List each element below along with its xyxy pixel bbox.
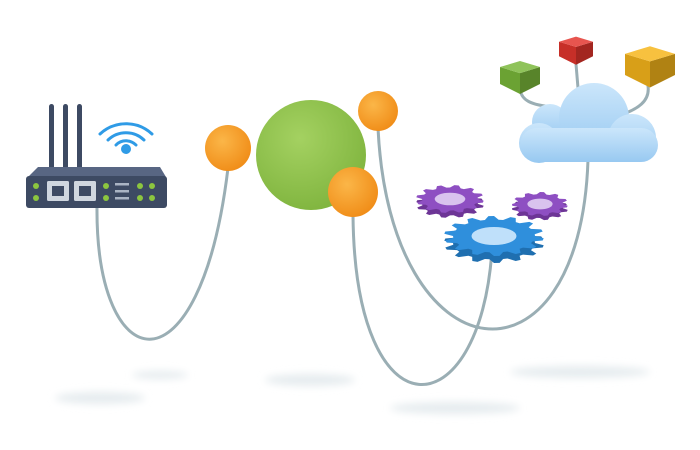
shadow — [510, 366, 650, 378]
router-antenna — [63, 104, 68, 172]
router-led — [103, 183, 109, 189]
router-port-inner — [52, 186, 64, 196]
floor-shadows — [55, 366, 650, 414]
wifi-arc — [106, 131, 146, 142]
gear-hole — [471, 227, 517, 245]
cube-icon — [650, 53, 675, 88]
shadow — [55, 392, 145, 404]
endpoint-node-icon — [358, 91, 398, 131]
router-vent — [115, 190, 129, 193]
cube-icon — [559, 36, 593, 47]
gears — [416, 185, 568, 263]
cube-icon — [500, 61, 540, 74]
shadow — [132, 371, 188, 379]
cube-icon — [625, 46, 675, 62]
cube-icon — [559, 41, 576, 65]
router-led — [149, 195, 155, 201]
router-led — [33, 183, 39, 189]
cube-icon — [576, 41, 593, 65]
wifi-signal-icon — [98, 122, 154, 154]
cloud-icon — [519, 83, 658, 163]
router-top — [28, 167, 166, 177]
wire-node-cloud — [376, 126, 590, 331]
cube-icon — [500, 67, 520, 94]
router-led — [103, 195, 109, 201]
cubes — [500, 36, 675, 94]
endpoint-node-icon — [205, 125, 251, 171]
router-led — [149, 183, 155, 189]
wire-cloud-cube-red — [574, 62, 580, 90]
shadow — [390, 402, 520, 414]
router-antenna — [77, 104, 82, 172]
router-led — [33, 195, 39, 201]
router-icon — [26, 104, 167, 208]
cloud-base — [520, 128, 658, 162]
router-port-inner — [79, 186, 91, 196]
gear-hole — [434, 192, 466, 206]
cube-icon — [625, 53, 650, 88]
wifi-arc — [98, 122, 154, 136]
router-led — [137, 183, 143, 189]
router-led — [137, 195, 143, 201]
cube-icon — [520, 67, 540, 94]
endpoint-node-icon — [328, 167, 378, 217]
wire-node-gear — [351, 213, 494, 386]
router-antenna — [49, 104, 54, 172]
router-vent — [115, 197, 129, 200]
router-vent — [115, 183, 129, 186]
wifi-dot — [121, 144, 131, 154]
wifi-arc — [114, 139, 138, 147]
gear-hole — [527, 198, 553, 210]
wire-router-node — [95, 166, 230, 341]
shadow — [265, 374, 355, 386]
